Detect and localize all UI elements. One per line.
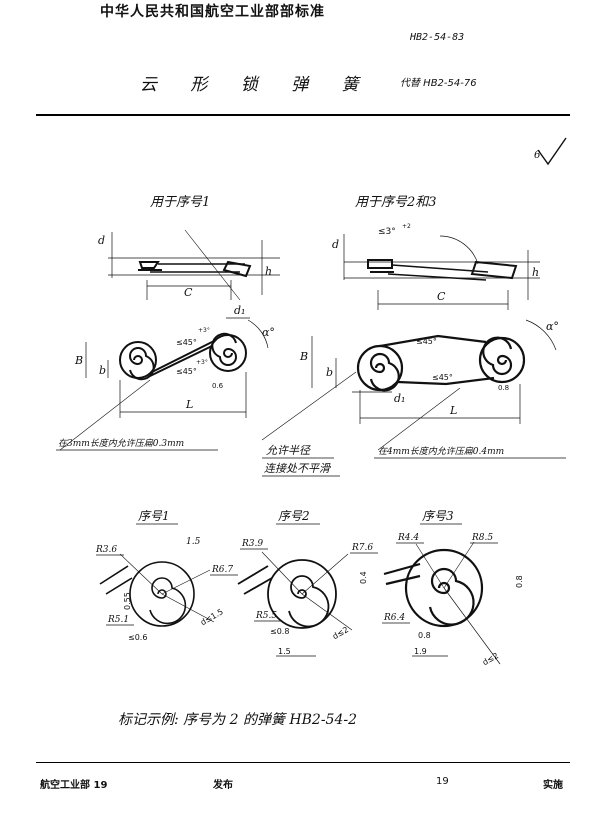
right-angle-le45-bottom: ≤45° <box>432 373 453 382</box>
detail-2-dim-04: 0.4 <box>359 571 368 584</box>
left-dim-d: d <box>98 234 105 247</box>
left-tol-top: +3° <box>198 327 210 334</box>
left-note: 在3mm长度内允许压扁0.3mm <box>58 438 184 449</box>
left-dim-B: B <box>74 354 83 367</box>
replaces-standard: 代替 HB2-54-76 <box>400 78 477 89</box>
left-angle-le45-bottom: ≤45° <box>176 367 197 376</box>
left-angle-le45-top: ≤45° <box>176 338 197 347</box>
right-dim-B: B <box>299 350 308 363</box>
footer-rule <box>36 762 570 763</box>
right-note-middle-1: 允许半径 <box>266 444 311 457</box>
footer-effective-label: 实施 <box>543 780 563 791</box>
left-view: 用于序号1 d h C d₁ B b ≤45° +3° <box>56 195 280 451</box>
detail-3-dim-d: d≤2 <box>481 651 500 667</box>
detail-3-r-64: R6.4 <box>383 613 405 623</box>
right-angle-le45-top: ≤45° <box>416 337 437 346</box>
right-gap: 0.8 <box>498 384 509 392</box>
right-dim-d: d <box>332 238 339 251</box>
right-view-title: 用于序号2和3 <box>355 195 437 210</box>
surface-roughness-mark: 6 <box>534 137 567 166</box>
detail-1-dim-15: 1.5 <box>186 537 201 547</box>
detail-3-r-85: R8.5 <box>471 533 493 543</box>
left-angle-alpha: α° <box>262 326 275 339</box>
detail-1-dim-d: d≤1.5 <box>199 607 225 627</box>
detail-1-title: 序号1 <box>138 509 170 523</box>
footer-issue-label: 发布 <box>213 780 233 791</box>
left-view-title: 用于序号1 <box>150 195 210 210</box>
footer-page-number: 19 <box>436 776 449 787</box>
detail-2: 序号2 R3.9 R7.6 0.4 R5.5 ≤0.8 1.5 d≤2 <box>237 509 378 657</box>
technical-drawing: 6 用于序号1 d h C d₁ B b <box>56 137 567 728</box>
detail-1: 序号1 R3.6 1.5 R6.7 0.55 R5.1 ≤0.6 d≤1.5 <box>95 509 238 642</box>
detail-1-dim-06: ≤0.6 <box>128 633 147 642</box>
left-dim-b: b <box>99 364 106 377</box>
detail-2-dim-08: ≤0.8 <box>270 627 289 636</box>
right-view: 用于序号2和3 ≤3° +2 d h C B b ≤45° ≤45° <box>261 195 566 477</box>
left-dim-L: L <box>185 398 193 411</box>
marking-example: 标记示例: 序号为 2 的弹簧 HB2-54-2 <box>118 712 357 728</box>
detail-2-r-55: R5.5 <box>255 611 277 621</box>
right-angle-alpha: α° <box>546 320 559 333</box>
svg-text:6: 6 <box>534 150 541 161</box>
right-angle-le3-tol: +2 <box>402 223 411 230</box>
detail-3-dim-19: 1.9 <box>414 647 427 656</box>
right-dim-L: L <box>449 404 457 417</box>
right-dim-b: b <box>326 366 333 379</box>
right-note-middle-2: 连接处不平滑 <box>264 462 331 475</box>
detail-1-r-67: R6.7 <box>211 565 233 575</box>
detail-1-dim-055: 0.55 <box>123 592 132 610</box>
detail-3-dim-08: 0.8 <box>418 631 431 640</box>
left-dim-h: h <box>265 265 272 278</box>
detail-2-dim-d: d≤2 <box>331 625 350 641</box>
detail-1-r-51: R5.1 <box>107 615 129 625</box>
right-dim-d1: d₁ <box>394 392 405 405</box>
footer-issuer: 航空工业部 19 <box>40 780 108 791</box>
right-angle-le3: ≤3° <box>378 227 396 237</box>
left-dim-d1: d₁ <box>234 304 245 317</box>
right-note: 在4mm长度内允许压扁0.4mm <box>378 446 504 457</box>
left-gap: 0.6 <box>212 382 224 390</box>
header-rule <box>36 114 570 116</box>
right-dim-c: C <box>437 290 446 303</box>
detail-3-r-44: R4.4 <box>397 533 419 543</box>
document-title: 云 形 锁 弹 簧 <box>140 75 373 95</box>
detail-3: 序号3 R4.4 R8.5 0.8 R6.4 0.8 1.9 d≤2 <box>382 509 524 667</box>
detail-3-title: 序号3 <box>422 509 454 523</box>
detail-2-r-outer: R3.9 <box>241 539 263 549</box>
issuing-organization: 中华人民共和国航空工业部部标准 <box>100 4 325 20</box>
detail-2-title: 序号2 <box>278 509 310 523</box>
right-dim-h: h <box>532 266 539 279</box>
detail-3-dim-08-right: 0.8 <box>515 575 524 588</box>
left-dim-c: C <box>184 286 193 299</box>
detail-2-dim-15: 1.5 <box>278 647 291 656</box>
standard-number: HB2-54-83 <box>410 32 465 43</box>
detail-1-r-outer: R3.6 <box>95 545 117 555</box>
left-tol-bottom: +3° <box>196 359 208 366</box>
detail-2-r-76: R7.6 <box>351 543 373 553</box>
